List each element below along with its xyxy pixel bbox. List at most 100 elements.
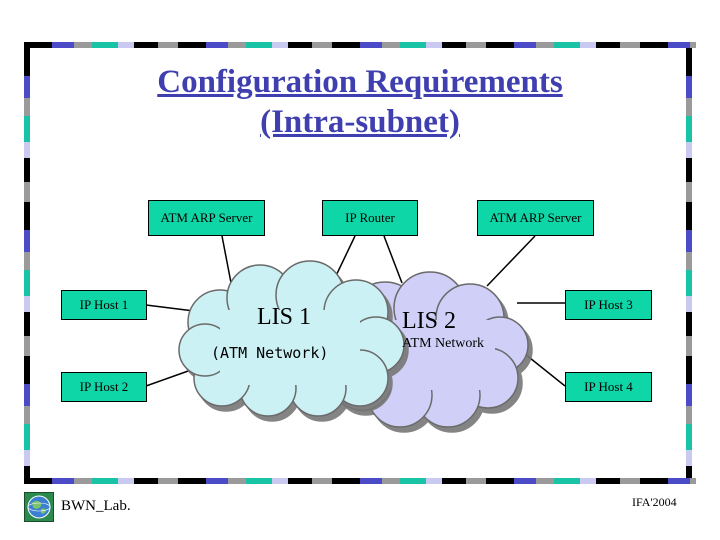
border-dash [686, 252, 692, 270]
border-dash [686, 424, 692, 450]
border-dash [24, 142, 30, 158]
border-dash [24, 48, 30, 76]
border-dash [640, 478, 668, 484]
border-dash [312, 478, 332, 484]
border-dash [92, 478, 118, 484]
border-dash [206, 42, 228, 48]
border-dash [312, 42, 332, 48]
ip-host-2: IP Host 2 [61, 372, 147, 402]
border-dash [686, 336, 692, 356]
ip-router: IP Router [322, 200, 418, 236]
link-arp-left-to-lis1 [221, 235, 233, 289]
border-dash [360, 42, 382, 48]
lis1-title: LIS 1 [257, 304, 311, 330]
border-dash [24, 384, 30, 406]
border-dash [596, 478, 620, 484]
title-line-2: (Intra-subnet) [260, 104, 460, 140]
border-dash [466, 478, 486, 484]
globe-logo-icon [24, 492, 54, 522]
border-dash [686, 312, 692, 336]
border-dash [332, 42, 360, 48]
border-dash [24, 336, 30, 356]
border-dash [134, 42, 158, 48]
border-dash [92, 42, 118, 48]
border-dash [686, 466, 692, 480]
border-dash [686, 356, 692, 384]
border-top [24, 42, 696, 48]
link-lis2-to-host4 [524, 353, 566, 387]
border-dash [580, 478, 596, 484]
title-line-1: Configuration Requirements [157, 64, 563, 100]
border-dash [686, 384, 692, 406]
ip-host-4: IP Host 4 [565, 372, 652, 402]
border-dash [24, 182, 30, 202]
border-dash [24, 116, 30, 142]
border-dash [24, 406, 30, 424]
lis1-cloud [178, 260, 405, 417]
border-dash [24, 76, 30, 98]
border-dash [686, 182, 692, 202]
border-dash [158, 478, 178, 484]
border-dash [686, 406, 692, 424]
ip-host-3: IP Host 3 [565, 290, 652, 320]
border-dash [24, 98, 30, 116]
border-dash [442, 42, 466, 48]
border-dash [536, 478, 554, 484]
border-dash [246, 42, 272, 48]
border-dash [690, 42, 696, 48]
border-dash [360, 478, 382, 484]
border-dash [668, 478, 690, 484]
border-dash [686, 202, 692, 230]
border-dash [246, 478, 272, 484]
border-dash [178, 478, 206, 484]
border-dash [24, 356, 30, 384]
footer-event: IFA'2004 [632, 495, 677, 509]
border-dash [686, 76, 692, 98]
border-dash [686, 116, 692, 142]
border-dash [620, 42, 640, 48]
border-dash [686, 48, 692, 76]
lis1-subtitle: (ATM Network) [211, 344, 329, 362]
border-dash [426, 42, 442, 48]
border-dash [24, 270, 30, 296]
border-dash [596, 42, 620, 48]
border-dash [426, 478, 442, 484]
border-dash [24, 466, 30, 480]
border-dash [134, 478, 158, 484]
border-dash [272, 42, 288, 48]
border-right [686, 48, 692, 480]
link-arp-right-to-lis2 [486, 235, 536, 287]
border-dash [24, 312, 30, 336]
border-dash [272, 478, 288, 484]
atm-arp-server-left: ATM ARP Server [148, 200, 265, 236]
border-dash [382, 478, 400, 484]
border-left [24, 48, 30, 480]
border-dash [686, 230, 692, 252]
link-router-to-lis2 [383, 235, 403, 284]
border-dash [228, 42, 246, 48]
border-dash [24, 252, 30, 270]
border-dash [400, 42, 426, 48]
border-dash [686, 296, 692, 312]
border-dash [690, 478, 696, 484]
border-dash [668, 42, 690, 48]
border-dash [382, 42, 400, 48]
lis2-subtitle: ATM Network [402, 336, 485, 351]
border-dash [686, 142, 692, 158]
border-dash [580, 42, 596, 48]
border-dash [288, 42, 312, 48]
border-dash [24, 202, 30, 230]
border-dash [514, 478, 536, 484]
border-dash [686, 158, 692, 182]
border-dash [24, 296, 30, 312]
lis2-title: LIS 2 [402, 308, 456, 334]
border-dash [554, 478, 580, 484]
footer-lab: BWN_Lab. [61, 498, 131, 514]
border-dash [24, 478, 52, 484]
border-dash [400, 478, 426, 484]
slide-title: Configuration Requirements (Intra-subnet… [60, 62, 660, 142]
border-dash [686, 450, 692, 466]
ip-host-1: IP Host 1 [61, 290, 147, 320]
